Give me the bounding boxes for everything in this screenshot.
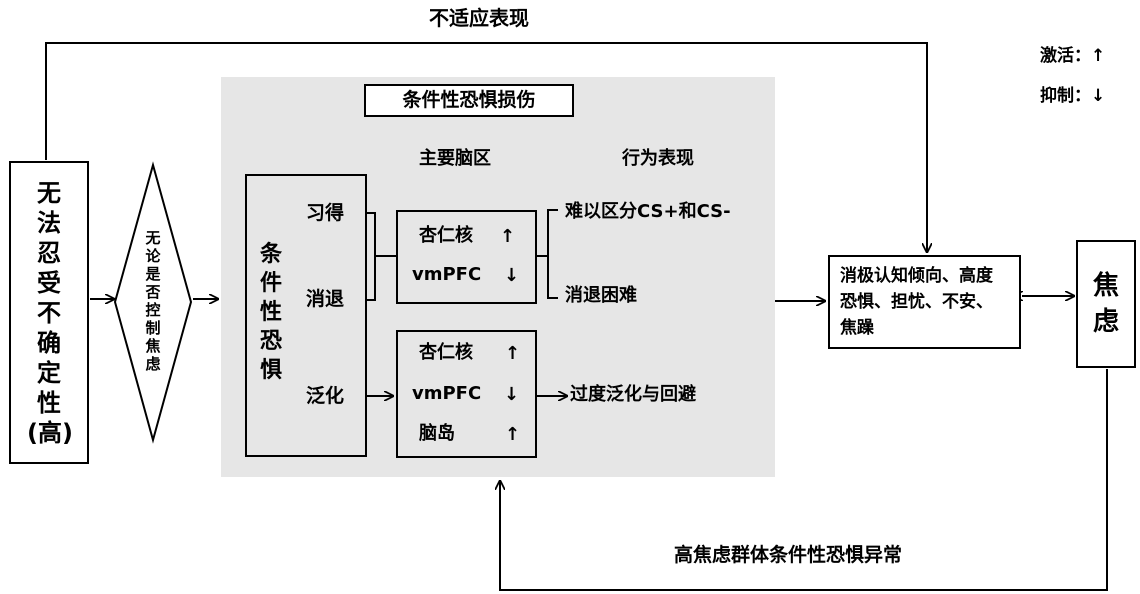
top-loop-arrow — [45, 42, 927, 252]
panel-title-box: 条件性恐惧损伤 — [364, 84, 574, 117]
anxiety-box: 焦虑 — [1076, 240, 1136, 368]
panel-title: 条件性恐惧损伤 — [402, 89, 536, 111]
legend-inhibit: 抑制：↓ — [1040, 86, 1106, 106]
box2-vmpfc-arrow: ↓ — [504, 384, 520, 405]
brain-region-box-1 — [396, 210, 537, 304]
box2-insula: 脑岛 — [419, 423, 455, 444]
box1-vmpfc-arrow: ↓ — [504, 265, 520, 286]
top-loop-label: 不适应表现 — [429, 6, 529, 30]
diamond-label: 无论是否控制焦虑 — [145, 229, 161, 373]
box2-amygdala-arrow: ↑ — [505, 343, 521, 364]
conditioned-fear-label: 条件性恐惧 — [259, 242, 282, 383]
bottom-loop-arrow — [500, 369, 1108, 591]
box2-vmpfc: vmPFC — [412, 383, 482, 404]
box2-amygdala: 杏仁核 — [419, 342, 473, 363]
brain-region-box-2 — [396, 330, 537, 458]
negative-cognition-label: 消极认知倾向、高度恐惧、担忧、不安、焦躁 — [840, 266, 993, 338]
stage-bracket — [367, 212, 376, 301]
stage-extinct: 消退 — [306, 288, 345, 310]
diamond-shape — [113, 161, 193, 444]
legend-activate: 激活：↑ — [1040, 46, 1106, 66]
conditioned-fear-box — [245, 174, 367, 457]
box1-vmpfc: vmPFC — [412, 264, 482, 285]
behavior-header: 行为表现 — [622, 148, 694, 169]
stage-generalize: 泛化 — [306, 385, 345, 407]
bottom-loop-label: 高焦虑群体条件性恐惧异常 — [674, 544, 903, 566]
intolerance-uncertainty-label: 无法忍受不确定性(高) — [27, 178, 73, 447]
behavior-discrimination: 难以区分CS+和CS- — [565, 201, 731, 222]
stage-acquire: 习得 — [306, 202, 345, 224]
box1-amygdala: 杏仁核 — [419, 225, 473, 246]
behavior-extinction: 消退困难 — [565, 285, 637, 306]
negative-cognition-box: 消极认知倾向、高度恐惧、担忧、不安、焦躁 — [828, 255, 1021, 349]
brain-region-header: 主要脑区 — [419, 148, 491, 169]
intolerance-uncertainty-box: 无法忍受不确定性(高) — [9, 161, 89, 464]
behavior-overgeneralization: 过度泛化与回避 — [570, 384, 696, 405]
behavior-bracket — [547, 209, 558, 299]
box2-insula-arrow: ↑ — [505, 424, 521, 445]
box1-amygdala-arrow: ↑ — [500, 226, 516, 247]
anxiety-label: 焦虑 — [1092, 271, 1119, 337]
